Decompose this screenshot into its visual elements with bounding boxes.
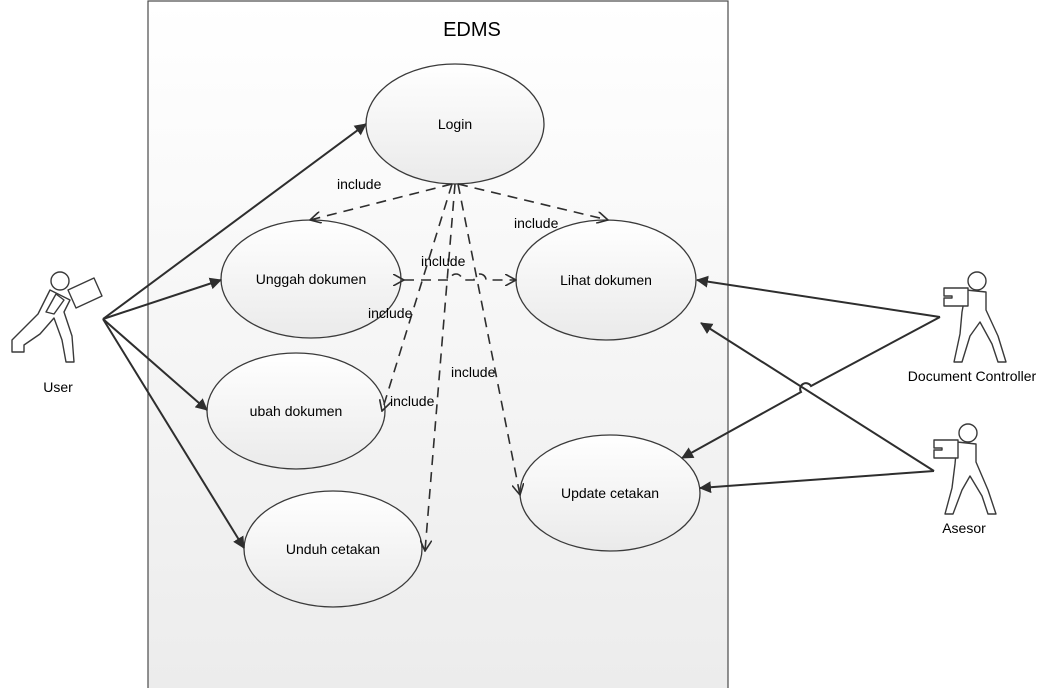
asesor-actor-icon bbox=[933, 423, 997, 515]
use-case-lihat-dokumen[interactable]: Lihat dokumen bbox=[515, 219, 697, 341]
include-login-to-unggah bbox=[310, 183, 453, 220]
document-controller-actor-icon bbox=[943, 271, 1007, 363]
include-label-1: include bbox=[337, 176, 382, 192]
use-case-unduh-cetakan[interactable]: Unduh cetakan bbox=[243, 490, 423, 608]
include-login-to-update bbox=[457, 183, 520, 495]
use-case-unduh-cetakan-label: Unduh cetakan bbox=[286, 541, 380, 557]
use-case-ubah-dokumen[interactable]: ubah dokumen bbox=[206, 352, 386, 470]
use-case-ubah-dokumen-label: ubah dokumen bbox=[250, 403, 343, 419]
assoc-dc-update bbox=[681, 316, 941, 459]
assoc-user-unggah bbox=[102, 277, 222, 320]
actor-asesor[interactable]: Asesor bbox=[933, 423, 997, 536]
actor-asesor-label: Asesor bbox=[942, 520, 986, 536]
assoc-asesor-update bbox=[699, 470, 935, 494]
include-label-2: include bbox=[514, 215, 559, 231]
use-case-unggah-dokumen[interactable]: Unggah dokumen bbox=[220, 219, 402, 339]
assoc-user-unduh bbox=[102, 318, 245, 549]
include-login-to-unduh bbox=[425, 183, 456, 551]
use-case-login-label: Login bbox=[438, 116, 472, 132]
assoc-user-ubah bbox=[102, 318, 208, 411]
use-case-update-cetakan-label: Update cetakan bbox=[561, 485, 659, 501]
actor-user[interactable]: User bbox=[11, 271, 103, 395]
actor-document-controller[interactable]: Document Controller bbox=[908, 271, 1037, 384]
actor-user-label: User bbox=[43, 379, 73, 395]
include-unggah-lihat bbox=[404, 273, 516, 280]
assoc-asesor-lihat bbox=[700, 322, 935, 472]
include-label-6: include bbox=[390, 393, 435, 409]
include-login-to-ubah bbox=[382, 183, 453, 411]
use-case-login[interactable]: Login bbox=[365, 63, 545, 185]
actor-document-controller-label: Document Controller bbox=[908, 368, 1037, 384]
user-actor-icon bbox=[11, 271, 103, 363]
assoc-dc-lihat bbox=[696, 275, 941, 318]
use-case-lihat-dokumen-label: Lihat dokumen bbox=[560, 272, 652, 288]
use-case-update-cetakan[interactable]: Update cetakan bbox=[519, 434, 701, 552]
include-label-4: include bbox=[368, 305, 413, 321]
assoc-user-login bbox=[102, 123, 367, 320]
include-label-3: include bbox=[421, 253, 466, 269]
include-label-5: include bbox=[451, 364, 496, 380]
include-login-to-lihat bbox=[457, 183, 608, 220]
use-case-unggah-dokumen-label: Unggah dokumen bbox=[256, 271, 367, 287]
system-title: EDMS bbox=[443, 19, 501, 41]
